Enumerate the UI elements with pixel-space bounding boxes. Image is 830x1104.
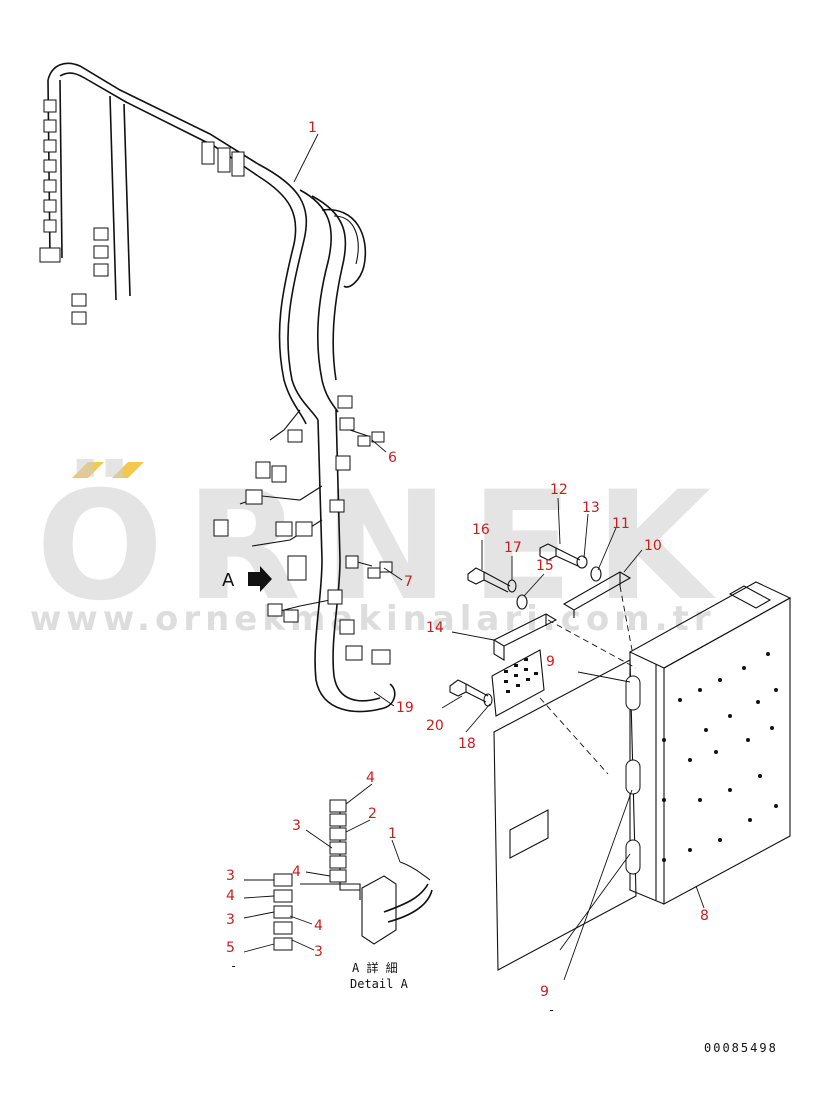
detail-a-arrow-label: A [222,570,235,591]
callout-20: 20 [426,718,444,734]
callout-17: 17 [504,540,522,556]
watermark-accent-right [112,462,144,478]
watermark-url: www.ornekmakinalari.com.tr [30,599,716,639]
detail-label-4-right: 4 [314,918,323,934]
callout-6: 6 [388,450,397,466]
drawing-number: 00085498 [704,1041,778,1055]
callout-16: 16 [472,522,490,538]
detail-title-jp: A 詳 細 [352,960,398,975]
detail-label-4-top: 4 [366,770,375,786]
callout-8: 8 [700,908,709,924]
callout-11: 11 [612,516,630,532]
callout-10: 10 [644,538,662,554]
detail-label-4-left: 4 [226,888,235,904]
detail-a-arrow: A [222,566,272,592]
callout-1: 1 [308,120,317,136]
detail-label-4-mid: 4 [292,864,301,880]
leader-lines [243,133,705,981]
detail-dash-right: - [548,1003,555,1017]
detail-label-5: 5 [226,940,235,956]
callout-19: 19 [396,700,414,716]
callout-14: 14 [426,620,444,636]
callout-13: 13 [582,500,600,516]
callouts: 1 6 7 8 9 9 10 11 12 13 14 15 16 17 18 1… [308,120,709,1000]
detail-a-labels: 4 2 1 3 4 3 4 3 4 5 3 - - A 詳 細 Detail A [226,770,555,1017]
hardware-parts [449,543,637,775]
detail-dash-left: - [230,959,237,973]
detail-label-2: 2 [368,806,377,822]
callout-9-top: 9 [546,654,555,670]
detail-arrow-icon [248,566,272,592]
trunk-connectors [213,395,393,665]
detail-label-3-top: 3 [292,818,301,834]
detail-label-1: 1 [388,826,397,842]
watermark-accent-left [72,462,104,478]
detail-a-connectors [273,799,347,951]
watermark-brand: ÖRNEK [36,458,733,634]
left-connector-column [39,99,245,325]
callout-9-bottom: 9 [540,984,549,1000]
detail-a-view [273,799,433,951]
watermark: ÖRNEK www.ornekmakinalari.com.tr [30,458,733,639]
callout-18: 18 [458,736,476,752]
callout-7: 7 [404,574,413,590]
electrical-box [493,581,792,971]
detail-label-3-left2: 3 [226,912,235,928]
callout-15: 15 [536,558,554,574]
detail-title-en: Detail A [350,977,409,991]
callout-12: 12 [550,482,568,498]
detail-label-3-left1: 3 [226,868,235,884]
detail-label-3-right: 3 [314,944,323,960]
